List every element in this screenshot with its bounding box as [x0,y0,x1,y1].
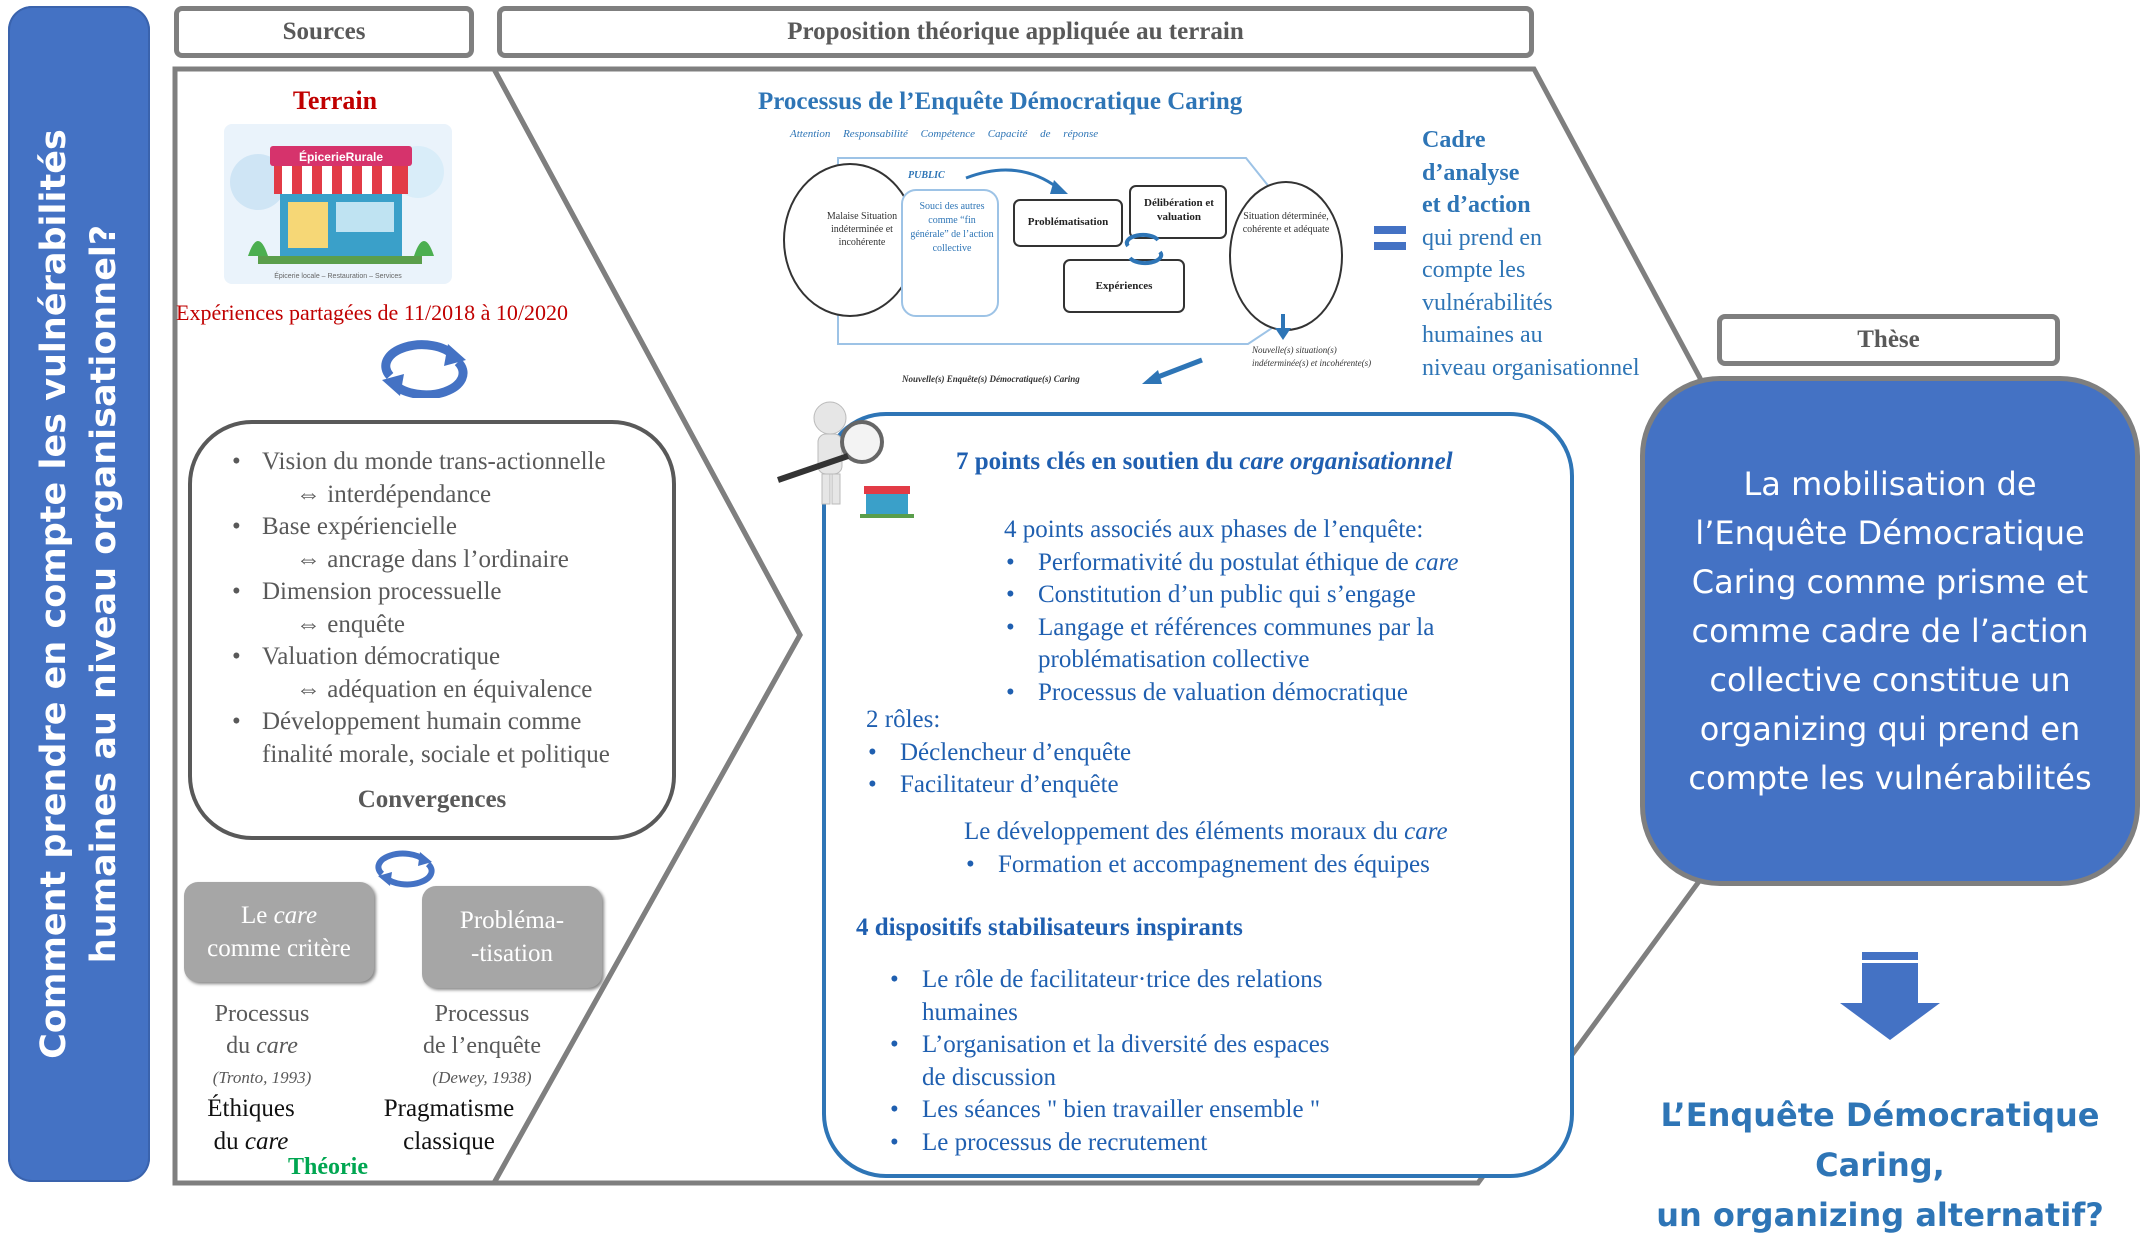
care-process-caption: Processus du care (Tronto, 1993) [182,998,342,1094]
these-header-label: Thèse [1857,326,1920,353]
edc-new-inquiry: Nouvelle(s) Enquête(s) Démocratique(s) C… [902,374,1080,384]
frame-outlines [172,66,1940,1186]
cycle-arrows-small-icon [375,850,435,888]
edc-deliberation-node: Délibération et valuation [1144,197,1214,223]
care-criterion-pill: Le care comme critère [184,882,374,982]
edc-experiences-node: Expériences [1095,280,1153,292]
list-item: Le rôle de facilitateur·trice des relati… [888,964,1330,1029]
research-question-bar: Comment prendre en compte les vulnérabil… [8,6,150,1182]
terrain-title: Terrain [292,86,378,115]
list-item: Processus de valuation démocratique [1004,677,1459,710]
store-illustration: ÉpicerieRurale Épicerie locale – Restaur… [224,124,452,284]
edc-new-situation: Nouvelle(s) situation(s) indéterminée(s)… [1252,345,1372,368]
problematisation-pill: Probléma- -tisation [422,886,602,988]
list-item: Formation et accompagnement des équipes [964,849,1448,882]
down-arrow-icon [1840,952,1940,1040]
list-item: Constitution d’un public qui s’engage [1004,579,1459,612]
list-item: L’organisation et la diversité des espac… [888,1029,1330,1094]
store-sign-board [270,146,412,166]
proposition-header-label: Proposition théorique appliquée au terra… [787,18,1244,45]
edc-diagram-subtitle: Attention Responsabilité Compétence Capa… [790,128,1099,140]
phases-section: 4 points associés aux phases de l’enquêt… [1004,514,1459,709]
inquiry-process-caption: Processus de l’enquête (Dewey, 1938) [402,998,562,1094]
sources-header: Sources [174,6,474,58]
pragmatism-label: Pragmatisme classique [383,1095,515,1155]
key-points-title: 7 points clés en soutien du care organis… [956,448,1453,475]
edc-right-node: Situation déterminée, cohérente et adéqu… [1242,211,1330,235]
convergences-label: Convergences [357,786,507,813]
thesis-box: La mobilisation de l’Enquête Démocratiqu… [1640,376,2140,886]
list-item: Valuation démocratique⇔ adéquation en éq… [228,641,610,706]
edc-public-node: Souci des autres comme “fin générale” de… [910,201,994,254]
list-item: Langage et références communes par lapro… [1004,612,1459,677]
convergences-list: Vision du monde trans-actionnelle⇔ inter… [228,446,610,771]
equals-icon-top [1374,226,1406,234]
magnifier-figure-icon [777,401,914,518]
proposition-header: Proposition théorique appliquée au terra… [497,6,1534,58]
sources-header-label: Sources [282,18,366,45]
edc-public-label: PUBLIC [908,170,945,181]
conclusion-question: L’Enquête Démocratique Caring, un organi… [1656,1096,2104,1234]
convergences-box: Vision du monde trans-actionnelle⇔ inter… [188,420,676,840]
tronto-citation: (Tronto, 1993) [212,1068,312,1087]
cadre-analysis-text: Cadre d’analyse et d’action qui prend en… [1422,127,1640,381]
list-item: Dimension processuelle⇔ enquête [228,576,610,641]
store-sign-text: ÉpicerieRurale [299,149,383,164]
list-item: Performativité du postulat éthique de ca… [1004,547,1459,580]
terrain-dates: Expériences partagées de 11/2018 à 10/20… [176,300,568,325]
edc-left-node: Malaise Situation indéterminée et incohé… [826,211,898,248]
list-item: Le processus de recrutement [888,1127,1330,1160]
list-item: Déclencheur d’enquête [866,737,1131,770]
list-item: Les séances " bien travailler ensemble " [888,1094,1330,1127]
key-points-box: 7 points clés en soutien du care organis… [822,412,1574,1178]
these-header: Thèse [1717,314,2060,366]
edc-diagram-title: Processus de l’Enquête Démocratique Cari… [758,88,1243,115]
cycle-arrows-icon [381,340,468,398]
proposition-frame [489,66,1703,1186]
dewey-citation: (Dewey, 1938) [432,1068,532,1087]
edc-problematisation-node: Problématisation [1027,216,1109,228]
list-item: Base expériencielle⇔ ancrage dans l’ordi… [228,511,610,576]
small-store-icon [860,486,914,518]
thesis-text: La mobilisation de l’Enquête Démocratiqu… [1688,464,2092,797]
edc-process-diagram [783,157,1343,384]
roles-section: 2 rôles: Déclencheur d’enquête Facilitat… [866,704,1131,802]
store-caption: Épicerie locale – Restauration – Service… [274,271,402,280]
list-item: Vision du monde trans-actionnelle⇔ inter… [228,446,610,511]
equals-icon-bottom [1374,242,1406,250]
moral-section: Le développement des éléments moraux du … [964,816,1448,881]
theory-label: Théorie [288,1154,368,1180]
care-ethics-label: Éthiques du care [207,1095,295,1155]
dispositifs-title: 4 dispositifs stabilisateurs inspirants [856,914,1243,941]
dispositifs-section: Le rôle de facilitateur·trice des relati… [888,964,1330,1159]
list-item: Facilitateur d’enquête [866,769,1131,802]
